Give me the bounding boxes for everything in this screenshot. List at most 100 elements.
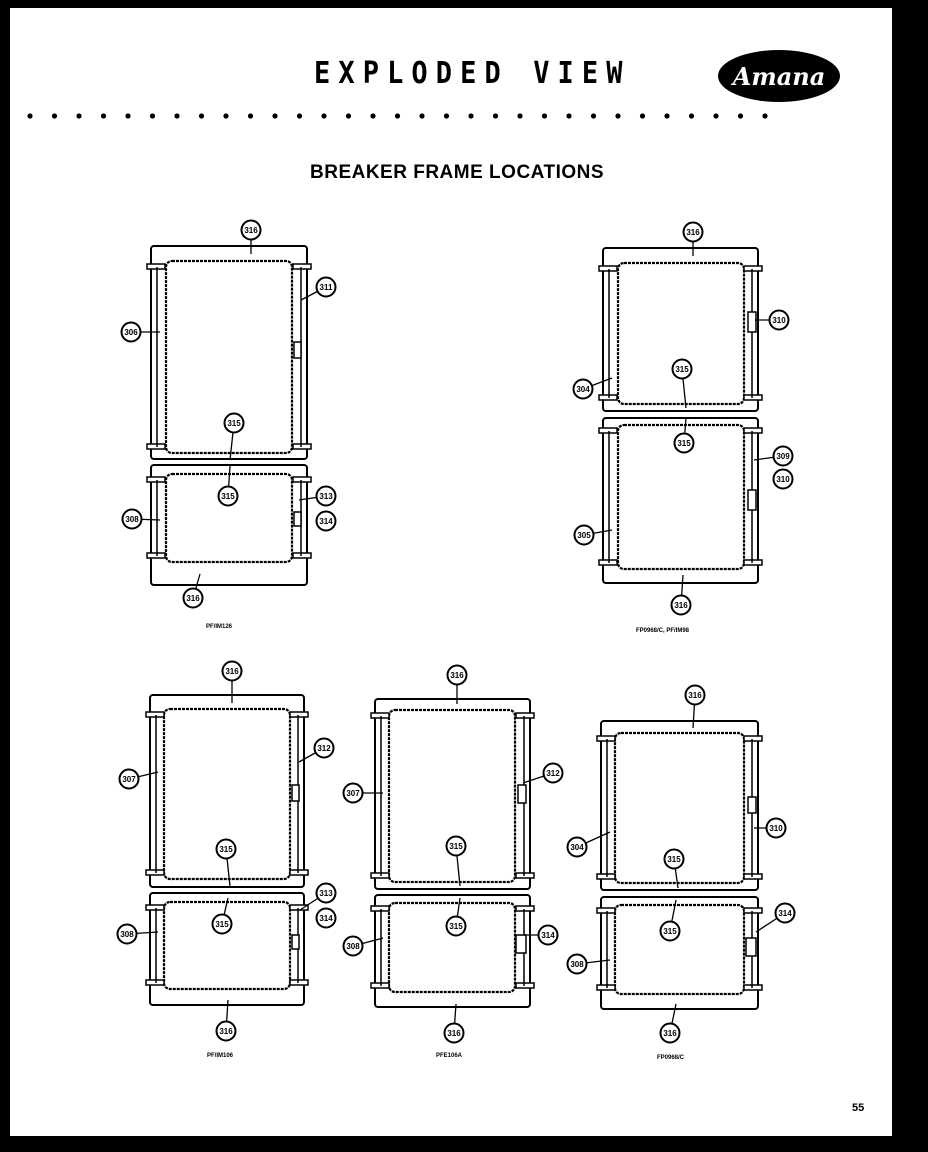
hinge-pin — [515, 905, 535, 912]
hinge-pin — [146, 443, 166, 450]
callout-label: 316 — [447, 1029, 461, 1038]
callout-label: 308 — [125, 515, 139, 524]
callout-label: 316 — [663, 1029, 677, 1038]
callout-circle — [342, 782, 364, 804]
hinge-pin — [743, 735, 763, 742]
callout-circle — [772, 468, 794, 490]
callout-label: 307 — [346, 789, 360, 798]
callout-label: 309 — [776, 452, 790, 461]
hinge-pin — [370, 712, 390, 719]
hinge-pin — [596, 873, 616, 880]
callout-label: 316 — [225, 667, 239, 676]
callout-label: 312 — [546, 769, 560, 778]
hinge-pin — [743, 427, 763, 434]
callout-label: 314 — [319, 517, 333, 526]
latch — [293, 341, 302, 359]
latch — [291, 784, 300, 802]
page-number: 55 — [852, 1102, 865, 1114]
hinge-pin — [598, 559, 618, 566]
callout-label: 316 — [244, 226, 258, 235]
hinge-pin — [292, 552, 312, 559]
hinge-pin — [370, 982, 390, 989]
callout-circle — [684, 684, 706, 706]
callout-circle — [566, 953, 588, 975]
hinge-pin — [515, 982, 535, 989]
callout-label: 308 — [570, 960, 584, 969]
callout-circle — [116, 923, 138, 945]
inner-panel — [164, 259, 294, 455]
callout-label: 314 — [778, 909, 792, 918]
callout-circle — [670, 594, 692, 616]
caption-fp0968c: FP0968/C — [657, 1055, 685, 1061]
callout-circle — [315, 485, 337, 507]
callout-label: 316 — [688, 691, 702, 700]
callout-label: 315 — [675, 365, 689, 374]
hinge-pin — [146, 552, 166, 559]
hinge-pin — [146, 476, 166, 483]
callout-circle — [217, 485, 239, 507]
latch — [517, 784, 527, 804]
page-title: EXPLODED VIEW — [314, 56, 631, 91]
callout-label: 315 — [221, 492, 235, 501]
latch — [291, 934, 300, 950]
hinge-pin — [598, 394, 618, 401]
hinge-pin — [596, 984, 616, 991]
outer-frame — [150, 245, 308, 460]
callout-label: 312 — [317, 744, 331, 753]
hinge-pin — [145, 711, 165, 718]
hinge-pin — [145, 979, 165, 986]
hinge-pin — [292, 443, 312, 450]
hinge-pin — [515, 712, 535, 719]
callout-label: 310 — [772, 316, 786, 325]
outer-frame — [374, 894, 531, 1008]
callout-circle — [765, 817, 787, 839]
callout-label: 310 — [776, 475, 790, 484]
hinge-pin — [145, 869, 165, 876]
hinge-pin — [292, 263, 312, 270]
callout-label: 315 — [677, 439, 691, 448]
hinge-pin — [370, 905, 390, 912]
callout-label: 315 — [449, 922, 463, 931]
callout-circle — [315, 907, 337, 929]
caption-fp0968c-pf-im98: FP0968/C, PF/IM98 — [636, 628, 690, 634]
callout-circle — [315, 276, 337, 298]
latch — [745, 937, 757, 957]
callout-circle — [573, 524, 595, 546]
latch — [747, 489, 757, 511]
callout-circle — [315, 882, 337, 904]
hinge-pin — [289, 711, 309, 718]
callout-circle — [315, 510, 337, 532]
hinge-pin — [743, 559, 763, 566]
callout-circle — [121, 508, 143, 530]
hinge-pin — [598, 265, 618, 272]
hinge-pin — [146, 263, 166, 270]
callout-circle — [211, 913, 233, 935]
caption-pf-im126: PF/IM126 — [206, 624, 233, 630]
callout-circle — [446, 664, 468, 686]
inner-panel — [162, 707, 292, 881]
callout-label: 304 — [576, 385, 590, 394]
callout-circle — [572, 378, 594, 400]
callout-label: 316 — [219, 1027, 233, 1036]
callout-circle — [223, 412, 245, 434]
callout-label: 314 — [541, 931, 555, 940]
callout-circle — [118, 768, 140, 790]
inner-panel — [616, 261, 746, 406]
callout-circle — [215, 838, 237, 860]
callout-circle — [240, 219, 262, 241]
callout-circle — [774, 902, 796, 924]
outer-frame — [600, 896, 759, 1010]
inner-panel — [616, 423, 746, 571]
callout-circle — [566, 836, 588, 858]
hinge-pin — [292, 476, 312, 483]
outer-frame — [149, 694, 305, 888]
caption-pf-im106: PF/IM106 — [207, 1053, 234, 1059]
callout-label: 316 — [686, 228, 700, 237]
callout-circle — [182, 587, 204, 609]
callout-label: 316 — [450, 671, 464, 680]
hinge-pin — [515, 872, 535, 879]
hinge-pin — [743, 984, 763, 991]
inner-panel — [387, 708, 517, 884]
